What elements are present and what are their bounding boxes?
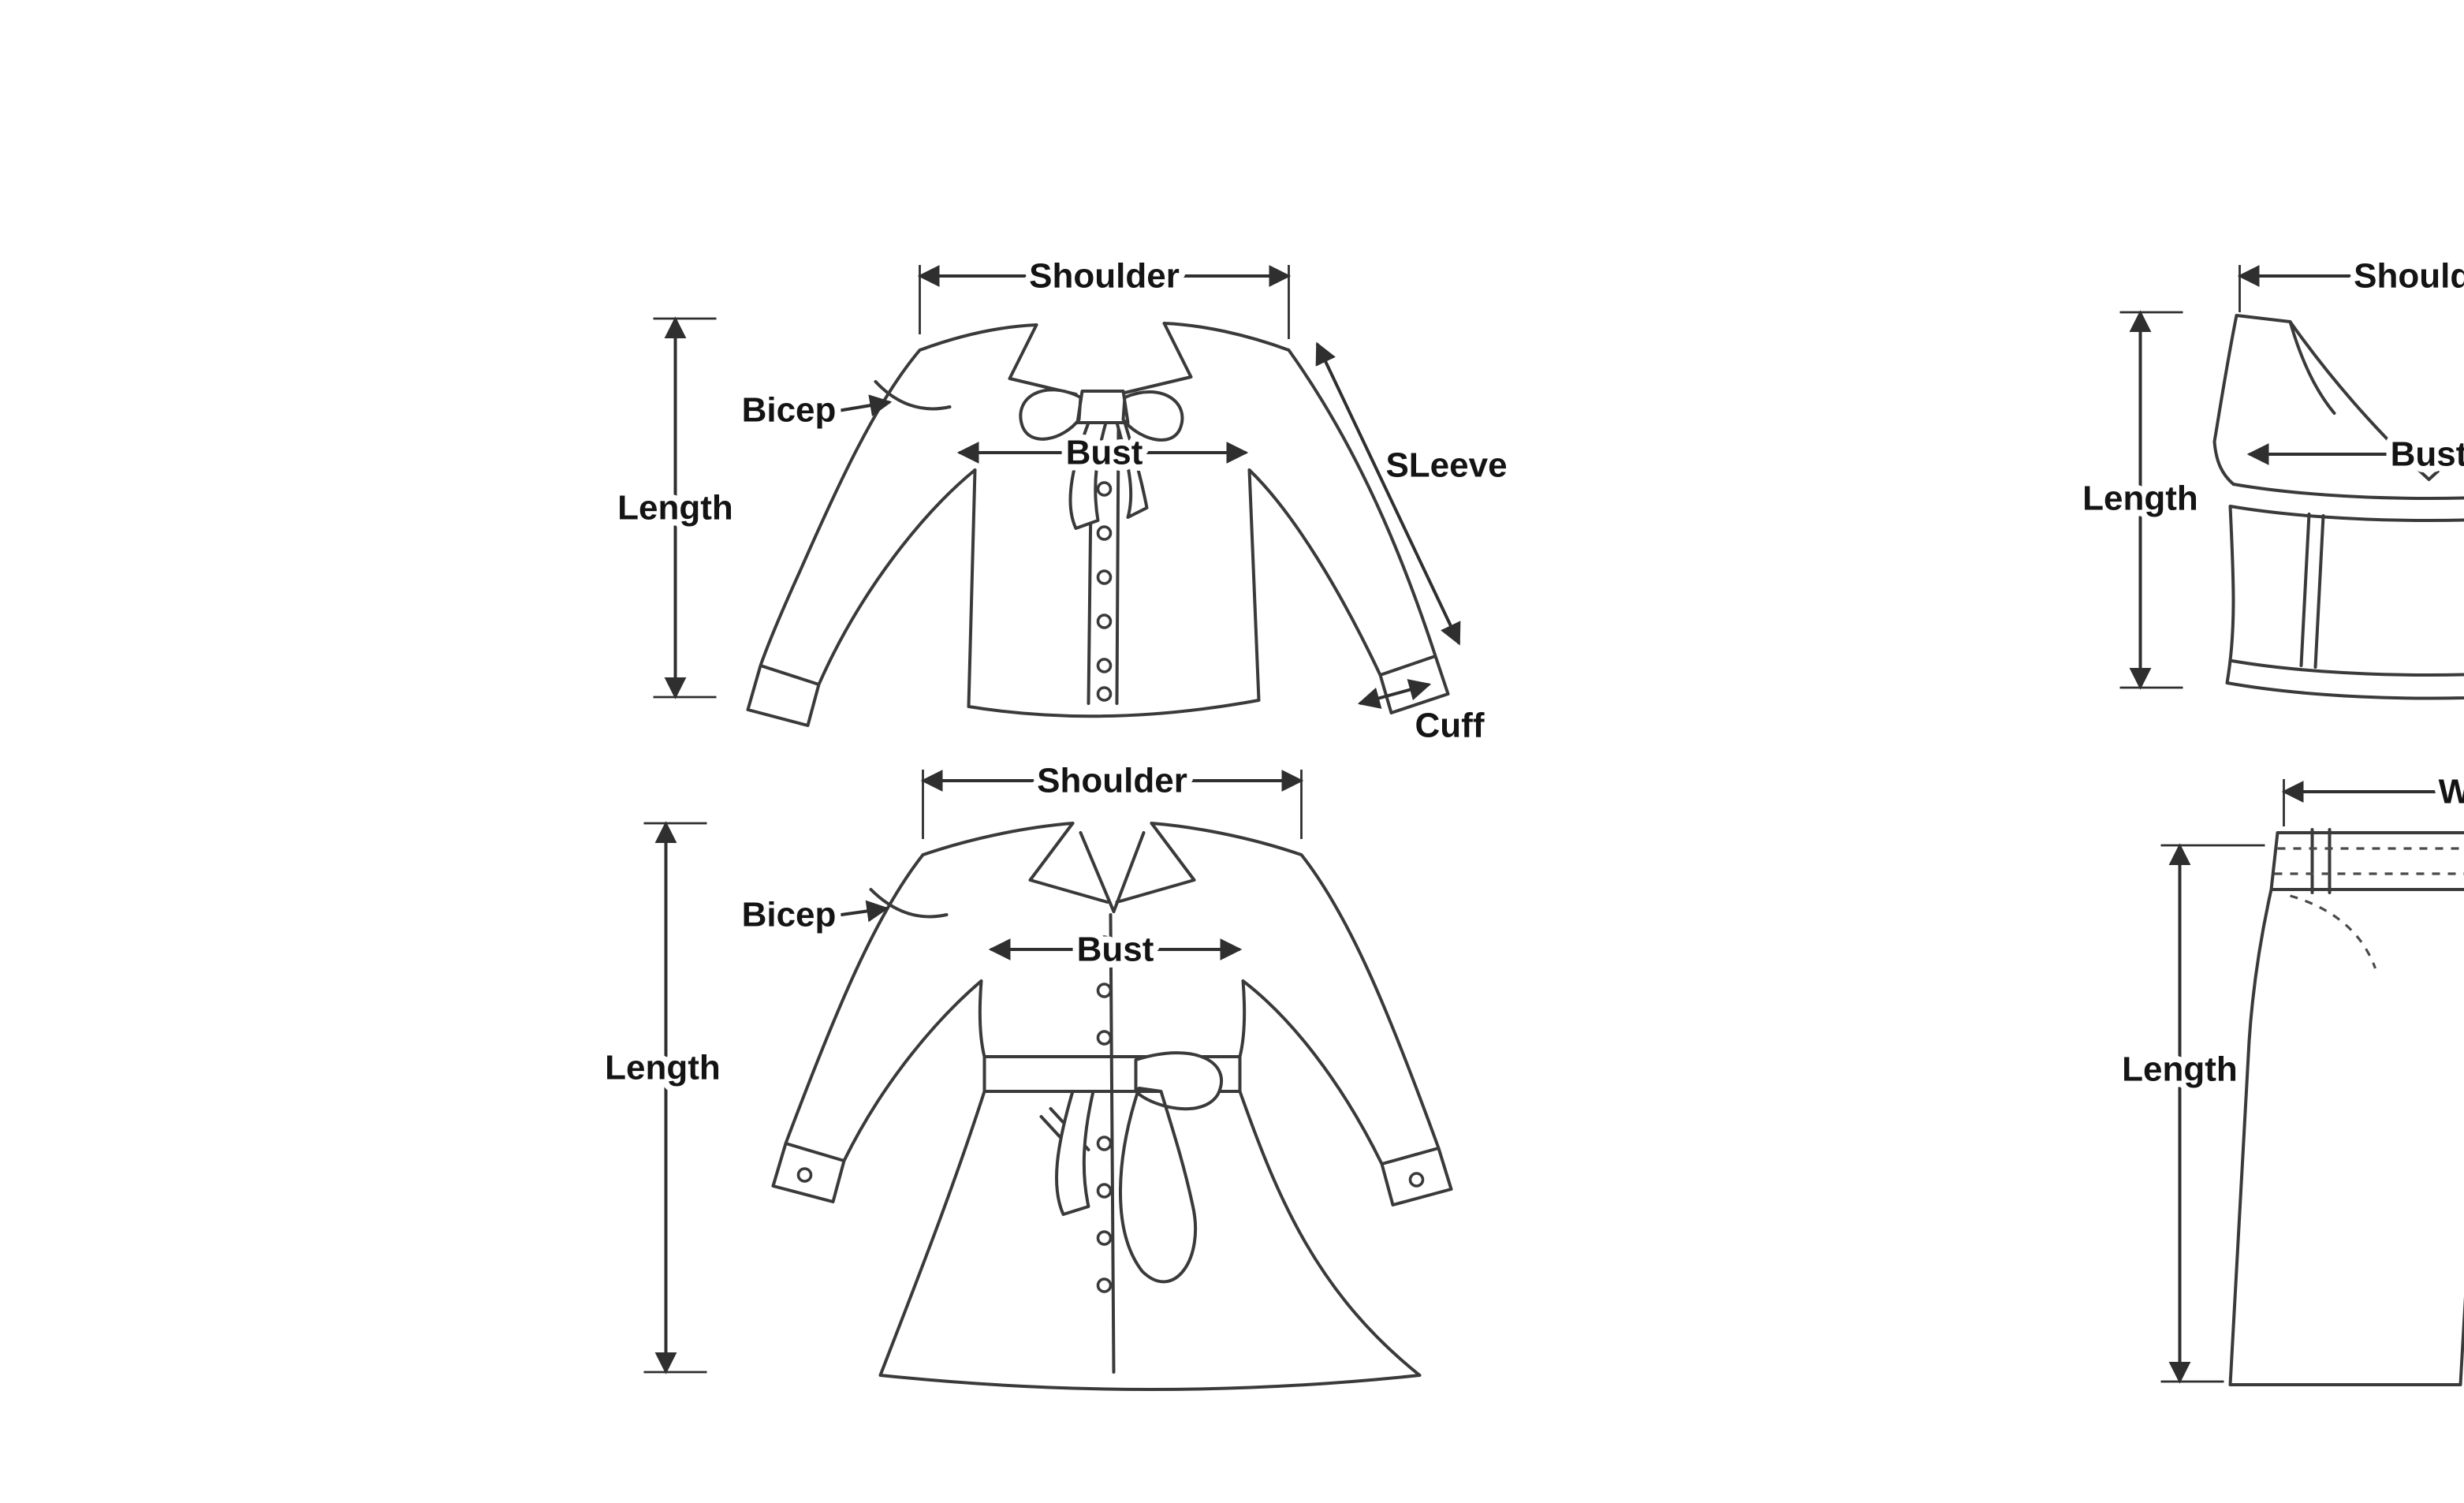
pants-diagram: Waist Back crotch Front crotch Thigh Len…	[2115, 766, 2464, 1386]
coat-bicep-pointer	[829, 900, 889, 923]
pants-stitching-path	[2274, 847, 2464, 969]
tank-top-seams-path	[2299, 513, 2325, 669]
blouse-diagram: Shoulder Length Bicep Bust SLeeve Cuff	[611, 251, 1513, 752]
cuff-button	[1408, 1172, 1425, 1188]
coat-bust-label: Bust	[1077, 931, 1154, 969]
tank-top-outline-path	[2212, 314, 2464, 700]
button	[1096, 1230, 1113, 1246]
coat-length-label: Length	[605, 1049, 721, 1087]
blouse-shoulder-label: Shoulder	[1029, 257, 1180, 296]
coat-outline-path	[771, 822, 1453, 1391]
blouse-buttons	[1096, 481, 1113, 702]
coat-diagram: Shoulder Bicep Bust Length	[598, 755, 1453, 1391]
button	[1096, 1030, 1113, 1046]
coat-length-extension-lines	[643, 822, 707, 1374]
pants-length-label: Length	[2122, 1050, 2238, 1089]
blouse-bust-label: Bust	[1066, 434, 1143, 472]
button	[1096, 686, 1113, 702]
blouse-sleeve-arrow	[1315, 341, 1461, 646]
blouse-collar-placket-path	[874, 322, 1193, 705]
button	[1096, 1136, 1113, 1151]
cuff-button	[796, 1167, 813, 1183]
button	[1096, 983, 1113, 998]
blouse-length-label: Length	[617, 489, 733, 528]
button	[1096, 614, 1113, 629]
blouse-bow-path	[1019, 388, 1184, 530]
blouse-bicep-label: Bicep	[742, 391, 837, 430]
coat-belt-knot-path	[1055, 1051, 1224, 1284]
coat-bicep-label: Bicep	[742, 896, 837, 934]
button	[1096, 658, 1113, 673]
blouse-bicep-pointer	[833, 394, 893, 416]
button	[1096, 1183, 1113, 1199]
blouse-sleeve-label: SLeeve	[1385, 446, 1507, 485]
button	[1096, 1277, 1113, 1293]
button	[1096, 481, 1113, 497]
button	[1096, 569, 1113, 585]
tank-bust-label: Bust	[2391, 435, 2464, 474]
pants-length-extension-lines	[2160, 844, 2265, 1383]
button	[1096, 525, 1113, 541]
blouse-cuff-arrow	[1357, 679, 1432, 709]
blouse-cuff-label: Cuff	[1415, 707, 1485, 745]
tank-shoulder-label: Shoulder	[2354, 257, 2464, 296]
tank-length-label: Length	[2082, 479, 2198, 518]
coat-shoulder-label: Shoulder	[1037, 762, 1187, 800]
pants-outline-path	[2228, 828, 2464, 1386]
tank-top-diagram: Shoulder Cuff Bust Length	[2076, 251, 2464, 700]
pants-waist-extension-lines	[2283, 779, 2285, 826]
pants-waist-label: Waist	[2439, 773, 2464, 811]
